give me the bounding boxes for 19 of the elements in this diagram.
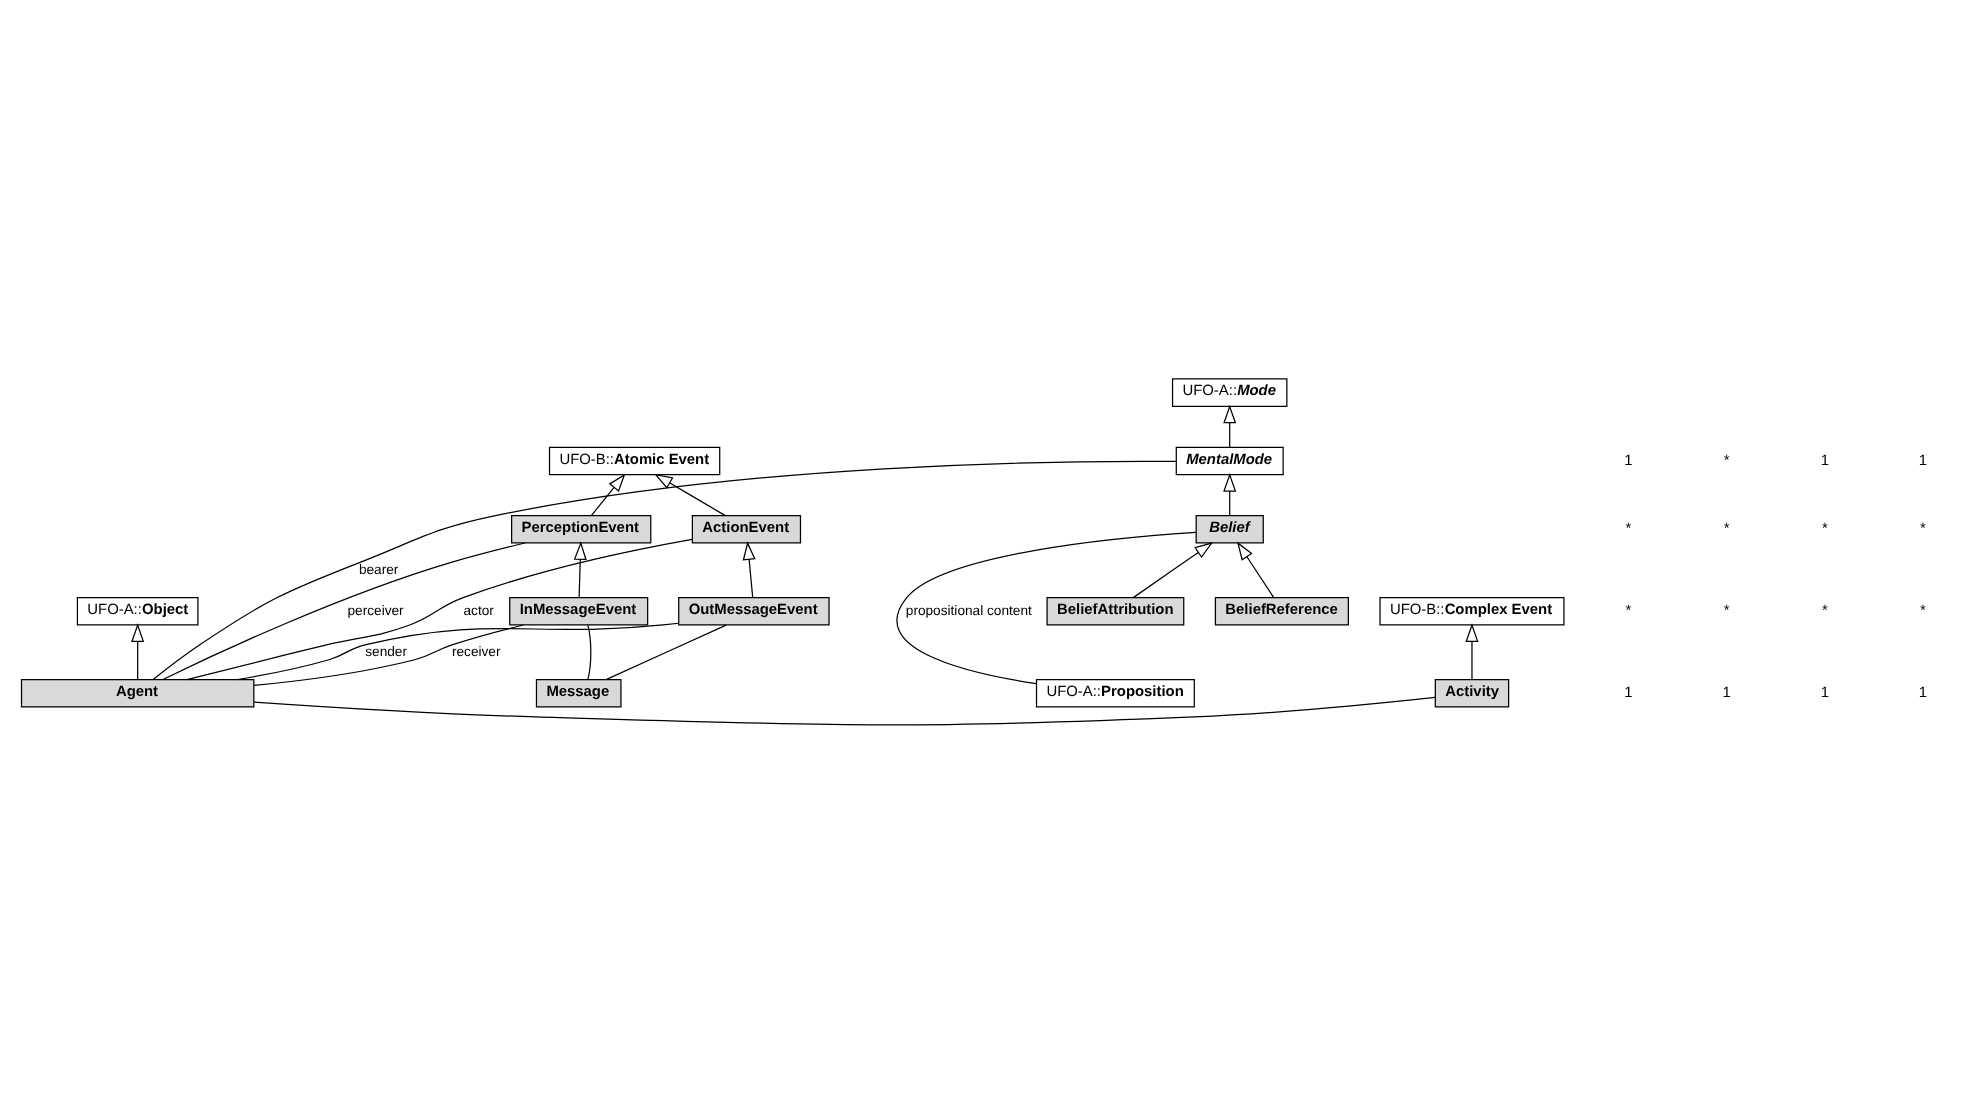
arrow <box>1223 473 1237 516</box>
arrow <box>742 541 756 599</box>
connector <box>587 624 592 681</box>
connector <box>152 460 1177 681</box>
arrow <box>1132 542 1214 599</box>
connector <box>253 624 524 686</box>
connector <box>605 624 727 681</box>
connector <box>186 538 693 681</box>
arrow <box>1236 541 1275 599</box>
arrow <box>131 623 145 681</box>
arrow <box>590 473 626 516</box>
arrow <box>654 473 726 516</box>
arrow <box>1223 404 1237 448</box>
connector <box>253 696 1436 726</box>
arrow <box>1465 623 1479 681</box>
arrow <box>573 541 587 599</box>
connector <box>162 542 526 681</box>
connector <box>236 622 680 681</box>
connector <box>896 531 1197 685</box>
